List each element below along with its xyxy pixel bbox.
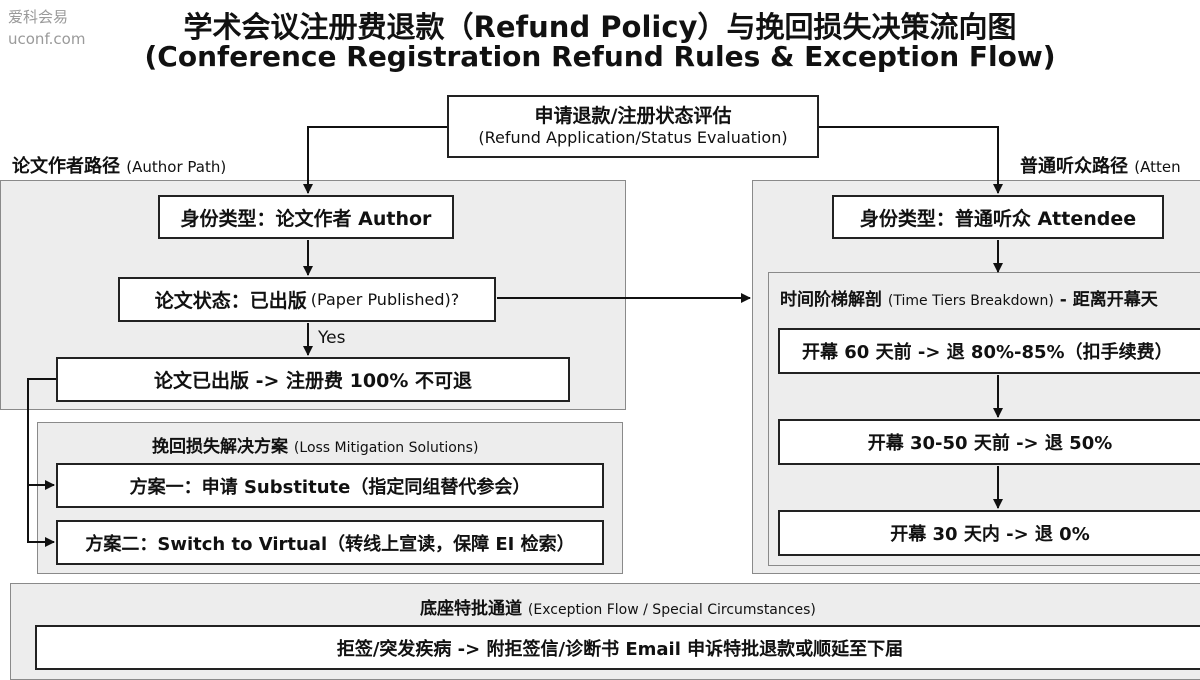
paper-status-main: 论文状态：已出版 (154, 290, 307, 312)
refund-evaluation-node: 申请退款/注册状态评估 (Refund Application/Status E… (447, 95, 819, 158)
mitigation-title-cn: 挽回损失解决方案 (152, 437, 288, 457)
attendee-identity-node: 身份类型：普通听众 Attendee (832, 195, 1164, 239)
paper-status-node: 论文状态：已出版 (Paper Published)? (118, 277, 496, 322)
mitigation-option-1: 方案一：申请 Substitute（指定同组替代参会） (56, 463, 604, 508)
author-path-label: 论文作者路径 (Author Path) (12, 152, 226, 178)
time-tier-60-days: 开幕 60 天前 -> 退 80%-85%（扣手续费） (778, 328, 1200, 374)
exception-title-en: (Exception Flow / Special Circumstances) (527, 602, 816, 618)
exception-detail-node: 拒签/突发疾病 -> 附拒签信/诊断书 Email 申诉特批退款或顺延至下届 (35, 625, 1200, 670)
author-identity-node: 身份类型：论文作者 Author (158, 195, 454, 239)
arrow-eval-to-attendee (819, 126, 1003, 194)
yes-label: Yes (318, 328, 346, 348)
refund-evaluation-sub: (Refund Application/Status Evaluation) (478, 128, 788, 148)
published-result-node: 论文已出版 -> 注册费 100% 不可退 (56, 357, 570, 402)
time-tiers-title-cn: 时间阶梯解剖 (780, 290, 882, 310)
watermark-domain: uconf.com (8, 30, 86, 48)
mitigation-option-2: 方案二：Switch to Virtual（转线上宣读，保障 EI 检索） (56, 520, 604, 565)
diagram-subtitle: (Conference Registration Refund Rules & … (144, 40, 1056, 73)
time-tier-within-30-days: 开幕 30 天内 -> 退 0% (778, 510, 1200, 556)
diagram-title: 学术会议注册费退款（Refund Policy）与挽回损失决策流向图 (183, 10, 1017, 44)
time-tiers-title: 时间阶梯解剖 (Time Tiers Breakdown) - 距离开幕天 (780, 285, 1158, 310)
time-tiers-title-en: (Time Tiers Breakdown) (887, 293, 1054, 309)
mitigation-title-en: (Loss Mitigation Solutions) (293, 440, 479, 456)
time-tier-30-50-days: 开幕 30-50 天前 -> 退 50% (778, 419, 1200, 465)
attendee-path-label-cn: 普通听众路径 (1020, 156, 1128, 177)
arrow-result-to-option-1 (27, 378, 56, 490)
author-path-label-en: (Author Path) (126, 158, 227, 176)
arrow-result-to-option-2 (27, 485, 55, 547)
exception-title-cn: 底座特批通道 (420, 599, 522, 619)
watermark-brand: 爱科会易 (8, 8, 69, 26)
refund-evaluation-main: 申请退款/注册状态评估 (534, 104, 732, 127)
time-tiers-title-suffix: - 距离开幕天 (1059, 290, 1158, 310)
attendee-path-label-en: (Atten (1134, 158, 1181, 176)
paper-status-sub: (Paper Published)? (310, 290, 460, 309)
mitigation-title: 挽回损失解决方案 (Loss Mitigation Solutions) (152, 432, 478, 457)
arrow-eval-to-author (303, 126, 447, 194)
attendee-path-label: 普通听众路径 (Atten (1020, 152, 1181, 178)
exception-title: 底座特批通道 (Exception Flow / Special Circums… (420, 594, 816, 619)
author-path-label-cn: 论文作者路径 (12, 156, 120, 177)
